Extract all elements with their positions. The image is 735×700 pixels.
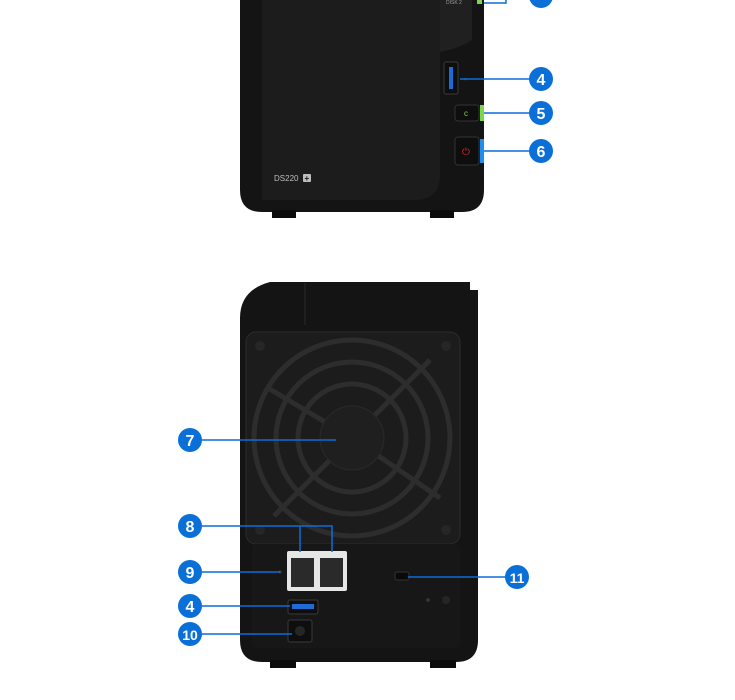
power-icon: ⏻ xyxy=(462,147,470,158)
lan-port-2 xyxy=(320,558,343,587)
callout-badge-4-rear: 4 xyxy=(178,594,202,618)
power-led xyxy=(480,139,484,163)
io-panel xyxy=(252,544,460,648)
front-foot-left xyxy=(272,210,296,218)
callout-badge-7: 7 xyxy=(178,428,202,452)
callout-number-7: 7 xyxy=(186,433,195,450)
model-badge xyxy=(303,174,311,182)
rear-view: 7 8 9 4 10 11 xyxy=(178,282,529,668)
fan-screw-br xyxy=(441,525,451,535)
callout-badge-9: 9 xyxy=(178,560,202,584)
front-foot-right xyxy=(430,210,454,218)
rear-foot-left xyxy=(270,660,296,668)
fan-screw-bl xyxy=(255,525,265,535)
callout-badge-top xyxy=(529,0,553,8)
callout-badge-10: 10 xyxy=(178,622,202,646)
copy-button xyxy=(454,104,480,122)
power-port-pin xyxy=(295,626,305,636)
usb-icon: ⇠ xyxy=(464,77,469,83)
front-usb-tongue xyxy=(449,67,453,89)
rear-screw-a xyxy=(426,598,430,602)
copy-led xyxy=(480,105,484,121)
callout-badge-6: 6 xyxy=(529,139,553,163)
rear-usb-tongue xyxy=(292,604,314,609)
fan xyxy=(251,337,453,539)
callout-number-11: 11 xyxy=(510,570,525,586)
callout-badge-11: 11 xyxy=(505,565,529,589)
rear-foot-right xyxy=(430,660,456,668)
callout-badge-4-front: 4 xyxy=(529,67,553,91)
power-button xyxy=(454,136,480,166)
callout-line-8b xyxy=(300,525,333,552)
copy-icon: c xyxy=(464,109,468,118)
callout-badge-5: 5 xyxy=(529,101,553,125)
callout-number-4-rear: 4 xyxy=(186,599,195,616)
callout-number-4-front: 4 xyxy=(537,72,546,89)
callout-number-9: 9 xyxy=(186,565,195,582)
model-badge-text: + xyxy=(305,174,310,183)
front-view: DISK 2 DS220 + ⇠ c ⏻ 4 5 xyxy=(240,0,553,218)
callout-number-5: 5 xyxy=(537,106,546,123)
callout-number-8: 8 xyxy=(186,519,195,536)
disk-label: DISK 2 xyxy=(446,0,462,6)
callout-badge-8: 8 xyxy=(178,514,202,538)
fan-hub xyxy=(319,405,385,471)
callout-line-top xyxy=(484,0,507,4)
callout-number-6: 6 xyxy=(537,144,546,161)
fan-screw-tl xyxy=(255,341,265,351)
lan-port-1 xyxy=(291,558,314,587)
disk-led xyxy=(477,0,482,4)
front-panel xyxy=(262,0,440,200)
model-label: DS220 xyxy=(274,174,299,183)
front-panel-bevel xyxy=(440,0,472,52)
kensington-slot xyxy=(394,571,410,581)
callout-number-10: 10 xyxy=(182,627,198,643)
fan-screw-tr xyxy=(441,341,451,351)
rear-screw-b xyxy=(442,596,450,604)
